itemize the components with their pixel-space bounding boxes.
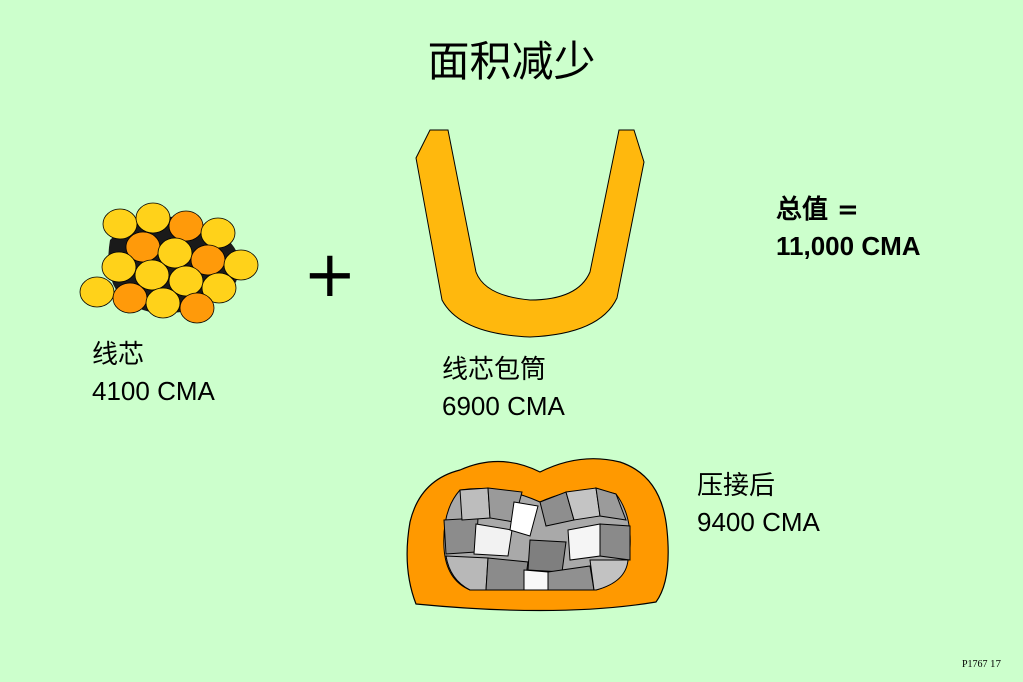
strands-caption: 线芯 4100 CMA — [92, 337, 215, 409]
barrel-shape — [415, 129, 645, 338]
total-label: 总值 = — [776, 195, 859, 225]
wire-strand — [179, 292, 215, 324]
wire-strand — [201, 272, 237, 304]
crimped-caption: 压接后 9400 CMA — [697, 468, 820, 540]
compressed-strand-cells — [443, 487, 631, 591]
barrel-label: 线芯包筒 — [442, 355, 547, 385]
wire-strand — [145, 287, 181, 319]
crimped-label: 压接后 — [697, 471, 776, 501]
wire-strand — [223, 249, 259, 281]
wire-strand — [135, 202, 171, 234]
wire-strand — [101, 251, 137, 283]
strands-value: 4100 CMA — [92, 376, 215, 406]
crimped-value: 9400 CMA — [697, 507, 820, 537]
slide-footer: P1767 17 — [962, 658, 1001, 670]
barrel-value: 6900 CMA — [442, 391, 565, 421]
wire-strand — [134, 259, 170, 291]
footer-page-number: 17 — [990, 658, 1001, 670]
wire-strand — [157, 237, 193, 269]
barrel-caption: 线芯包筒 6900 CMA — [442, 352, 565, 424]
page-title: 面积减少 — [427, 37, 596, 86]
strands-label: 线芯 — [92, 340, 145, 370]
total-value: 11,000 CMA — [776, 231, 921, 261]
total-caption: 总值 = 11,000 CMA — [776, 192, 921, 264]
footer-code: P1767 — [961, 659, 988, 670]
plus-sign: + — [303, 238, 357, 312]
wire-strand — [168, 265, 204, 297]
